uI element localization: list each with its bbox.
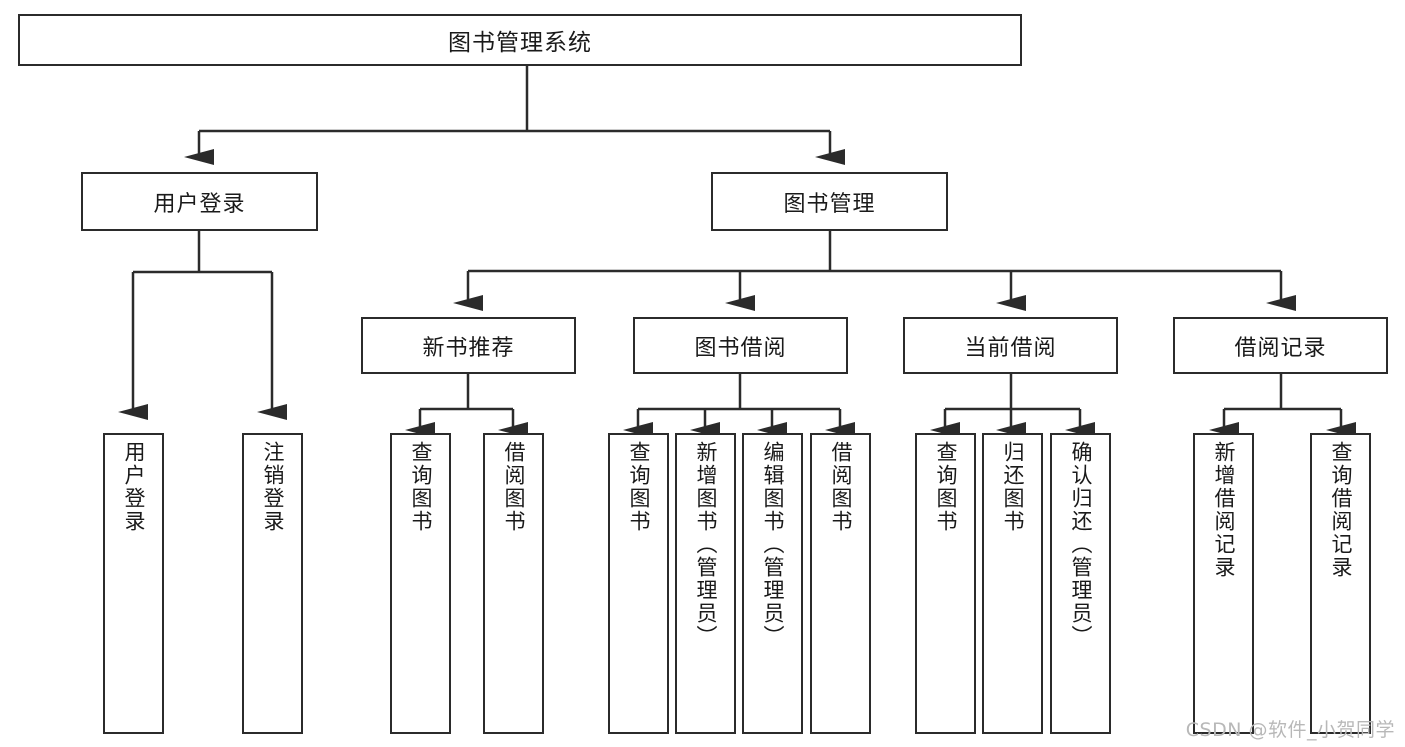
node-borrow-records[interactable]: 借阅记录: [1173, 317, 1388, 374]
node-label: 确认归还（管理员）: [1069, 441, 1093, 648]
node-label: 查询借阅记录: [1329, 441, 1353, 579]
leaf-borrow-books[interactable]: 借阅图书: [810, 433, 871, 734]
node-book-borrow[interactable]: 图书借阅: [633, 317, 848, 374]
node-label: 借阅图书: [829, 441, 853, 533]
node-label: 图书借阅: [694, 335, 787, 361]
leaf-query-books-recommend[interactable]: 查询图书: [390, 433, 451, 734]
node-label: 新增借阅记录: [1212, 441, 1236, 579]
leaf-confirm-return-admin[interactable]: 确认归还（管理员）: [1050, 433, 1111, 734]
leaf-query-borrow-record[interactable]: 查询借阅记录: [1310, 433, 1371, 734]
leaf-query-books-borrow[interactable]: 查询图书: [608, 433, 669, 734]
node-label: 新增图书（管理员）: [694, 441, 718, 648]
leaf-add-book-admin[interactable]: 新增图书（管理员）: [675, 433, 736, 734]
node-label: 编辑图书（管理员）: [761, 441, 785, 648]
node-label: 图书管理: [783, 191, 876, 217]
node-label: 查询图书: [627, 441, 651, 533]
leaf-user-logout[interactable]: 注销登录: [242, 433, 303, 734]
node-current-borrow[interactable]: 当前借阅: [903, 317, 1118, 374]
node-label: 当前借阅: [964, 335, 1057, 361]
node-user-login[interactable]: 用户登录: [81, 172, 318, 231]
node-label: 借阅记录: [1234, 335, 1327, 361]
leaf-borrow-books-recommend[interactable]: 借阅图书: [483, 433, 544, 734]
node-label: 查询图书: [934, 441, 958, 533]
leaf-query-books-current[interactable]: 查询图书: [915, 433, 976, 734]
leaf-user-login[interactable]: 用户登录: [103, 433, 164, 734]
node-label: 新书推荐: [422, 335, 515, 361]
csdn-watermark: CSDN @软件_小贺同学: [1185, 719, 1395, 741]
node-label: 查询图书: [409, 441, 433, 533]
leaf-return-books[interactable]: 归还图书: [982, 433, 1043, 734]
node-new-book-recommend[interactable]: 新书推荐: [361, 317, 576, 374]
node-label: 借阅图书: [502, 441, 526, 533]
node-label: 用户登录: [122, 441, 146, 533]
node-book-management[interactable]: 图书管理: [711, 172, 948, 231]
node-label: 图书管理系统: [448, 30, 592, 56]
node-label: 注销登录: [261, 441, 285, 533]
node-label: 归还图书: [1001, 441, 1025, 533]
node-label: 用户登录: [153, 191, 246, 217]
leaf-edit-book-admin[interactable]: 编辑图书（管理员）: [742, 433, 803, 734]
node-root-library-system[interactable]: 图书管理系统: [18, 14, 1022, 66]
leaf-add-borrow-record[interactable]: 新增借阅记录: [1193, 433, 1254, 734]
